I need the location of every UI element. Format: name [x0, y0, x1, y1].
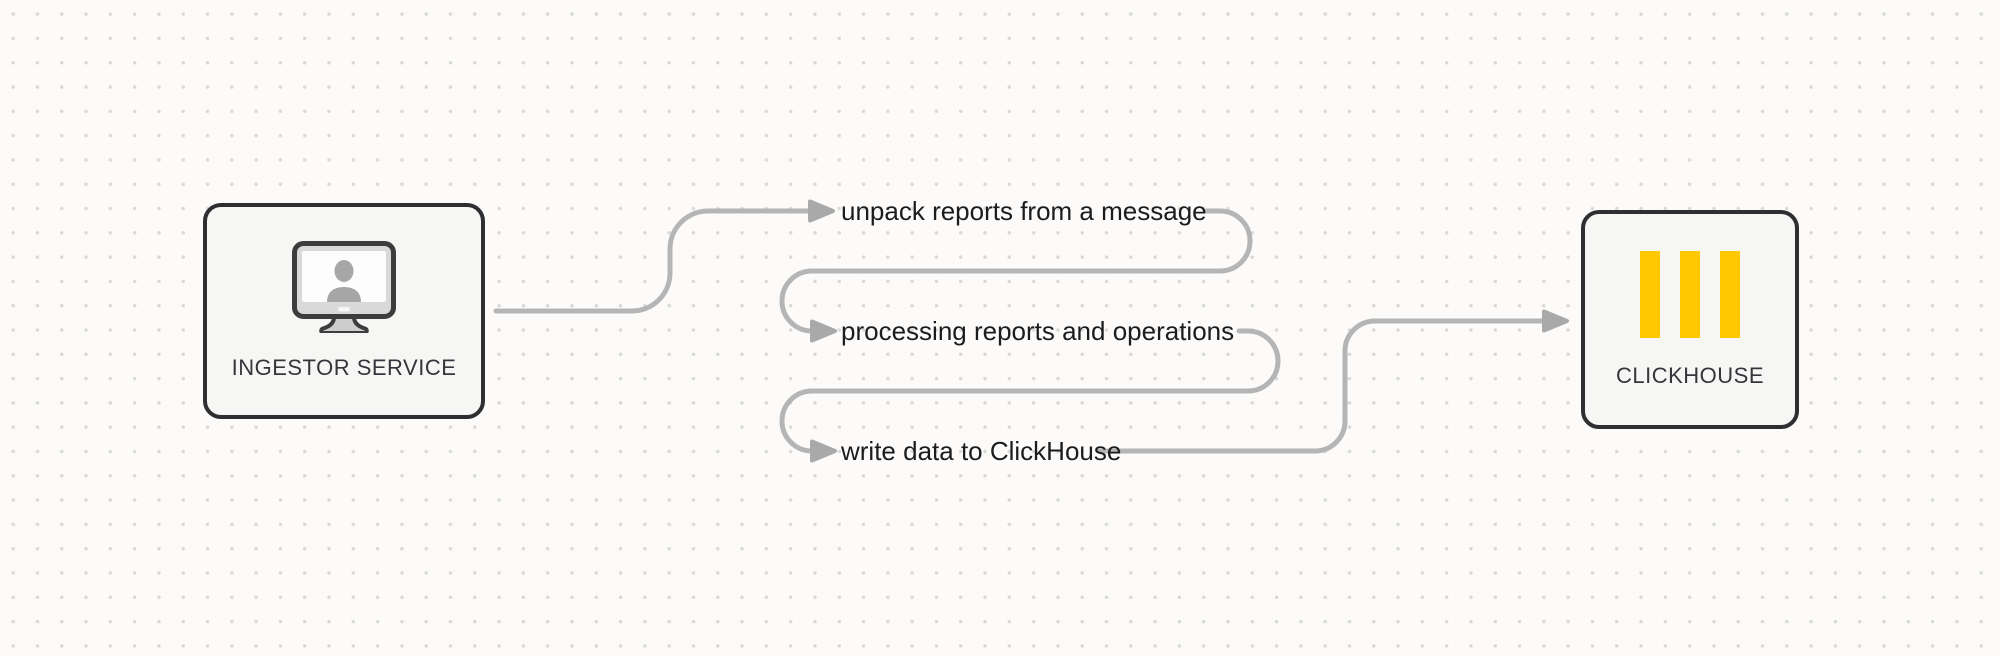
step-label-write-data: write data to ClickHouse [841, 436, 1122, 466]
node-ingestor-service[interactable]: INGESTOR SERVICE [203, 203, 485, 419]
node-label-ingestor-service: INGESTOR SERVICE [231, 355, 457, 380]
step-label-processing-reports: processing reports and operations [841, 316, 1235, 346]
node-clickhouse[interactable]: CLICKHOUSE [1581, 210, 1799, 429]
monitor-user-icon [292, 241, 396, 333]
connector-ingestor-to-step1 [493, 208, 813, 314]
arrowhead-icon [810, 439, 837, 463]
arrowhead-icon [1542, 309, 1569, 333]
arrowhead-icon [810, 319, 837, 343]
clickhouse-logo-icon [1640, 251, 1740, 338]
connector-step1-to-step2 [779, 208, 1253, 334]
node-label-clickhouse: CLICKHOUSE [1615, 363, 1765, 388]
step-label-unpack-reports: unpack reports from a message [841, 196, 1207, 226]
connector-step2-to-step3 [779, 328, 1281, 454]
arrowhead-icon [808, 199, 835, 223]
